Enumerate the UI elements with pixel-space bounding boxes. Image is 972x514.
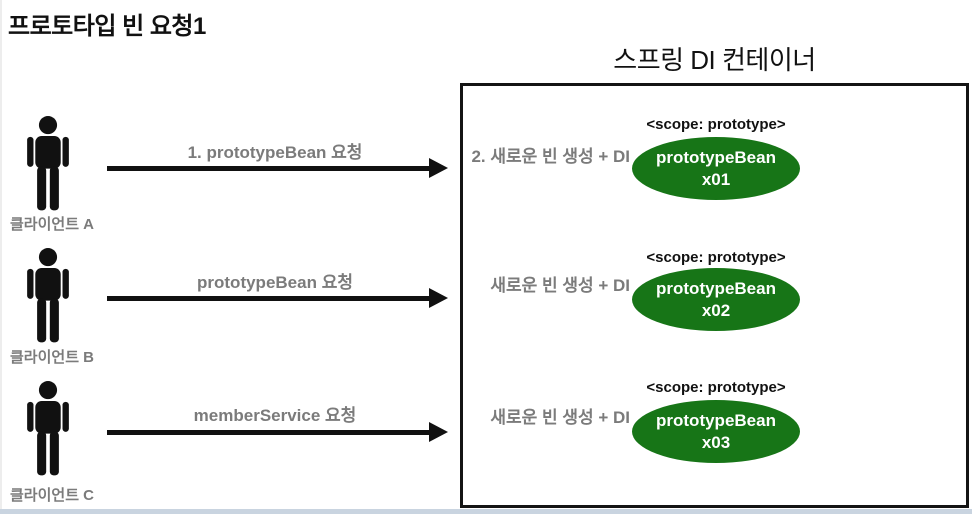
- bean-creation-label: 새로운 빈 생성 + DI: [490, 408, 630, 427]
- request-arrow: [107, 166, 429, 171]
- request-arrow-head-icon: [429, 422, 448, 442]
- left-edge-divider: [0, 0, 2, 514]
- request-arrow: [107, 296, 429, 301]
- client-label: 클라이언트 A: [10, 216, 95, 233]
- bean-name: prototypeBean: [656, 148, 776, 168]
- request-arrow: [107, 430, 429, 435]
- container-title: 스프링 DI 컨테이너: [613, 45, 816, 75]
- scope-annotation: <scope: prototype>: [646, 116, 786, 133]
- scope-annotation: <scope: prototype>: [646, 379, 786, 396]
- bean-name: prototypeBean: [656, 279, 776, 299]
- bean-name: prototypeBean: [656, 411, 776, 431]
- person-icon: [16, 381, 80, 479]
- person-icon: [16, 248, 80, 346]
- request-arrow-label: memberService 요청: [193, 406, 357, 425]
- request-arrow-head-icon: [429, 158, 448, 178]
- client-label: 클라이언트 B: [10, 349, 95, 366]
- bean-creation-label: 2. 새로운 빈 생성 + DI: [471, 147, 630, 166]
- request-arrow-label: 1. prototypeBean 요청: [187, 143, 363, 162]
- bean-creation-label: 새로운 빈 생성 + DI: [490, 276, 630, 295]
- request-arrow-head-icon: [429, 288, 448, 308]
- prototype-bean-node: prototypeBean x03: [632, 400, 800, 463]
- prototype-bean-node: prototypeBean x02: [632, 268, 800, 331]
- page-title: 프로토타입 빈 요청1: [8, 13, 206, 40]
- bean-instance-id: x01: [701, 169, 731, 189]
- person-icon: [16, 116, 80, 214]
- prototype-bean-node: prototypeBean x01: [632, 137, 800, 200]
- slide-bottom-edge-bar: [0, 509, 972, 514]
- bean-instance-id: x02: [701, 300, 731, 320]
- bean-instance-id: x03: [701, 432, 731, 452]
- request-arrow-label: prototypeBean 요청: [197, 273, 353, 292]
- client-label: 클라이언트 C: [10, 487, 95, 504]
- scope-annotation: <scope: prototype>: [646, 249, 786, 266]
